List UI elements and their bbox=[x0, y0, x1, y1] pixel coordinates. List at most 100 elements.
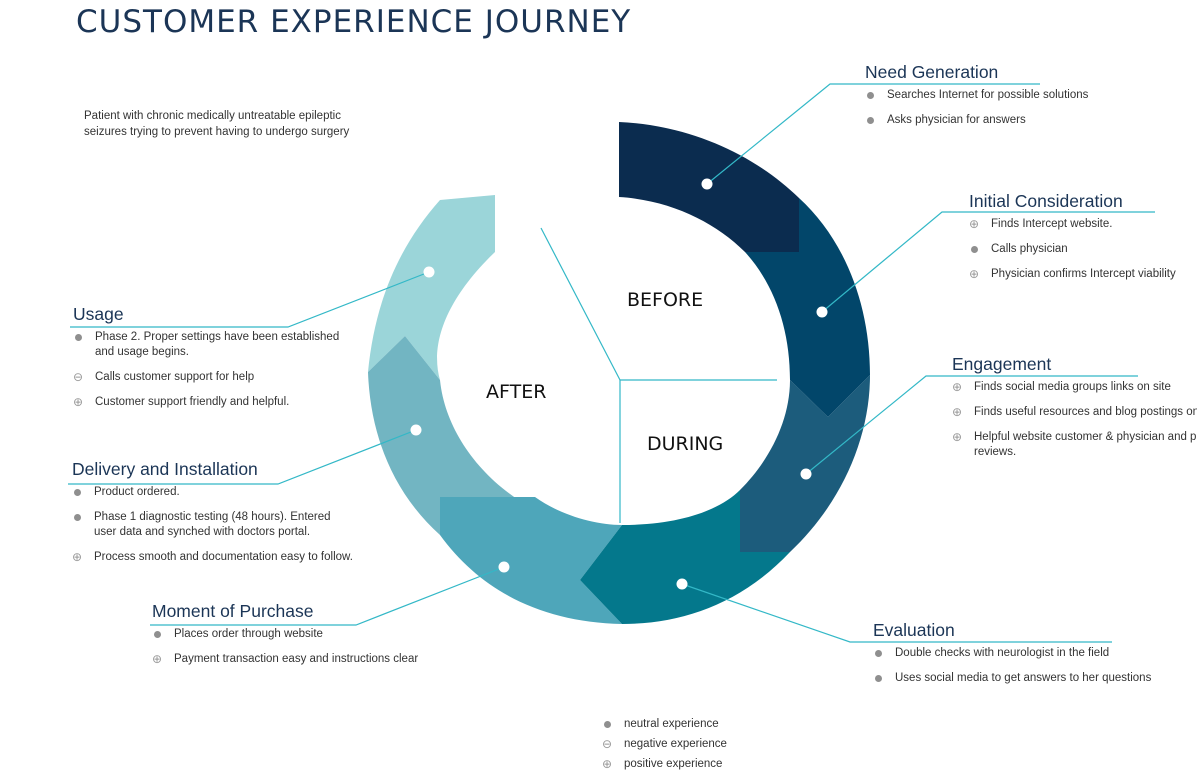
stage-delivery-and-installation: Delivery and Installation Product ordere… bbox=[72, 458, 354, 575]
item-text: Places order through website bbox=[174, 628, 323, 640]
ring-segment-moment-of-purchase bbox=[440, 497, 622, 624]
neutral-experience-item: Places order through website bbox=[152, 627, 434, 642]
neutral-experience-icon bbox=[865, 113, 875, 128]
item-text: Process smooth and documentation easy to… bbox=[94, 551, 353, 563]
segment-label-after: AFTER bbox=[486, 381, 547, 403]
positive-experience-item: ⊕ Helpful website customer & physician an… bbox=[952, 430, 1197, 460]
leader-delivery bbox=[68, 429, 417, 485]
stage-title: Usage bbox=[73, 304, 124, 324]
neutral-experience-item: Phase 1 diagnostic testing (48 hours). E… bbox=[72, 510, 354, 540]
intro-text: Patient with chronic medically untreatab… bbox=[84, 110, 350, 138]
node-usage bbox=[423, 266, 435, 278]
neutral-experience-icon bbox=[152, 627, 162, 642]
neutral-experience-item: neutral experience bbox=[602, 717, 884, 732]
neutral-experience-item: Searches Internet for possible solutions bbox=[865, 88, 1147, 103]
positive-experience-icon: ⊕ bbox=[152, 652, 163, 666]
item-text: Customer support friendly and helpful. bbox=[95, 396, 290, 408]
node-evaluation bbox=[676, 578, 688, 590]
neutral-experience-icon bbox=[73, 330, 83, 345]
item-text: Searches Internet for possible solutions bbox=[887, 89, 1089, 101]
stage-title: Moment of Purchase bbox=[152, 601, 314, 621]
negative-experience-item: ⊖Calls customer support for help bbox=[73, 370, 355, 385]
leader-usage bbox=[70, 271, 430, 328]
neutral-experience-item: Product ordered. bbox=[72, 485, 354, 500]
stage-title: Initial Consideration bbox=[969, 191, 1123, 211]
neutral-experience-icon bbox=[72, 510, 82, 525]
negative-experience-icon: ⊖ bbox=[602, 737, 613, 751]
positive-experience-icon: ⊕ bbox=[72, 550, 83, 564]
ring-segment-evaluation bbox=[580, 490, 790, 624]
item-text: Finds useful resources and blog postings… bbox=[974, 406, 1197, 418]
leader-moment-of-purchase bbox=[150, 566, 505, 626]
stage-evaluation: Evaluation Double checks with neurologis… bbox=[873, 619, 1155, 696]
positive-experience-item: ⊕ Finds Intercept website. bbox=[969, 217, 1197, 232]
leader-need-generation bbox=[706, 83, 1040, 185]
item-text: Finds social media groups links on site bbox=[974, 381, 1171, 393]
item-text: Phase 1 diagnostic testing (48 hours). E… bbox=[94, 511, 331, 538]
negative-experience-item: ⊖ negative experience bbox=[602, 737, 884, 752]
item-text: Uses social media to get answers to her … bbox=[895, 672, 1152, 684]
positive-experience-item: ⊕ Process smooth and documentation easy t… bbox=[72, 550, 354, 565]
positive-experience-item: ⊕ Finds social media groups links on site bbox=[952, 380, 1197, 395]
neutral-experience-icon bbox=[602, 717, 612, 732]
positive-experience-item: ⊕ Payment transaction easy and instructio… bbox=[152, 652, 434, 667]
neutral-experience-item: Phase 2. Proper settings have been estab… bbox=[73, 330, 355, 360]
item-text: Double checks with neurologist in the fi… bbox=[895, 647, 1110, 659]
stage-title: Evaluation bbox=[873, 620, 955, 640]
ring-segment-usage bbox=[368, 195, 495, 380]
node-initial-consideration bbox=[816, 306, 828, 318]
stage-bullets: ⊕ Finds Intercept website. Calls physician… bbox=[969, 217, 1197, 282]
positive-experience-item: ⊕ Customer support friendly and helpful. bbox=[73, 395, 355, 410]
ring-segment-initial-consideration bbox=[745, 198, 870, 417]
item-text: Phase 2. Proper settings have been estab… bbox=[95, 331, 340, 358]
node-moment-of-purchase bbox=[498, 561, 510, 573]
stage-usage: Usage Phase 2. Proper settings have been… bbox=[73, 303, 355, 420]
stage-need-generation: Need Generation Searches Internet for po… bbox=[865, 61, 1147, 138]
neutral-experience-icon bbox=[873, 671, 883, 686]
stage-bullets: Phase 2. Proper settings have been estab… bbox=[73, 330, 355, 410]
page-title: CUSTOMER EXPERIENCE JOURNEY bbox=[76, 4, 632, 40]
neutral-experience-icon bbox=[873, 646, 883, 661]
ring-segment-engagement bbox=[740, 375, 870, 552]
item-text: Finds Intercept website. bbox=[991, 218, 1113, 230]
neutral-experience-icon bbox=[865, 88, 875, 103]
item-text: negative experience bbox=[624, 738, 727, 750]
neutral-experience-item: Asks physician for answers bbox=[865, 113, 1147, 128]
stage-title: Engagement bbox=[952, 354, 1052, 374]
positive-experience-icon: ⊕ bbox=[952, 380, 963, 394]
negative-experience-icon: ⊖ bbox=[73, 370, 84, 384]
positive-experience-item: ⊕ positive experience bbox=[602, 757, 884, 772]
node-need-generation bbox=[701, 178, 713, 190]
positive-experience-icon: ⊕ bbox=[602, 757, 613, 771]
item-text: Payment transaction easy and instruction… bbox=[174, 653, 419, 665]
positive-experience-icon: ⊕ bbox=[969, 217, 980, 231]
neutral-experience-item: Uses social media to get answers to her … bbox=[873, 671, 1155, 686]
node-engagement bbox=[800, 468, 812, 480]
stage-title: Need Generation bbox=[865, 62, 999, 82]
neutral-experience-icon bbox=[72, 485, 82, 500]
divider-line-after bbox=[540, 227, 621, 381]
item-text: Helpful website customer & physician and… bbox=[974, 431, 1197, 458]
positive-experience-icon: ⊕ bbox=[969, 267, 980, 281]
positive-experience-item: ⊕ Physician confirms Intercept viability bbox=[969, 267, 1197, 282]
stage-bullets: ⊕ Finds social media groups links on site… bbox=[952, 380, 1197, 460]
stage-bullets: Searches Internet for possible solutions… bbox=[865, 88, 1147, 128]
stage-title: Delivery and Installation bbox=[72, 459, 258, 479]
positive-experience-icon: ⊕ bbox=[952, 405, 963, 419]
item-text: Calls physician bbox=[991, 243, 1068, 255]
stage-bullets: Product ordered. Phase 1 diagnostic testi… bbox=[72, 485, 354, 565]
item-text: positive experience bbox=[624, 758, 723, 770]
item-text: Product ordered. bbox=[94, 486, 180, 498]
positive-experience-icon: ⊕ bbox=[952, 430, 963, 444]
ring-segment-delivery bbox=[368, 336, 535, 535]
neutral-experience-icon bbox=[969, 242, 979, 257]
stage-initial-consideration: Initial Consideration ⊕ Finds Intercept w… bbox=[969, 190, 1197, 292]
legend-items: neutral experience ⊖ negative experience ⊕ p… bbox=[602, 717, 884, 772]
positive-experience-icon: ⊕ bbox=[73, 395, 84, 409]
neutral-experience-item: Calls physician bbox=[969, 242, 1197, 257]
stage-bullets: Places order through website ⊕ Payment tra… bbox=[152, 627, 434, 667]
item-text: Physician confirms Intercept viability bbox=[991, 268, 1176, 280]
segment-label-before: BEFORE bbox=[627, 289, 704, 311]
experience-legend: neutral experience ⊖ negative experience ⊕ p… bbox=[602, 712, 884, 777]
